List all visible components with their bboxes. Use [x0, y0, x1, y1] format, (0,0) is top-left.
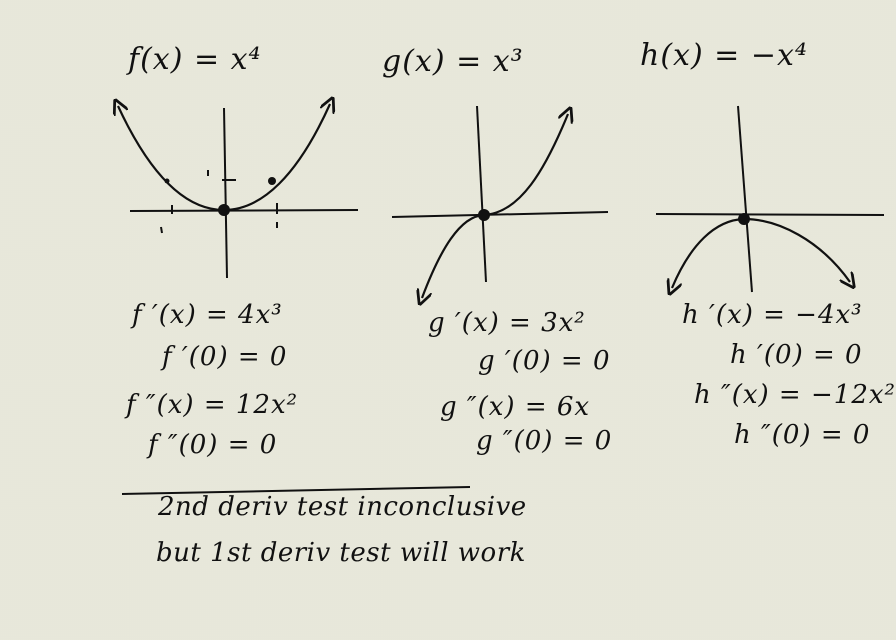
h-line-1: h ′(x) = −4x³ — [682, 300, 863, 330]
g-title: g(x) = x³ — [382, 44, 524, 79]
g-line-1: g ′(x) = 3x² — [428, 308, 586, 338]
g-x-axis — [391, 211, 609, 218]
h-line-3: h ″(x) = −12x² — [694, 380, 896, 410]
f-line-1: f ′(x) = 4x³ — [132, 300, 283, 330]
f-line-2: f ′(0) = 0 — [162, 342, 288, 372]
h-title: h(x) = −x⁴ — [640, 38, 808, 73]
h-y-axis — [737, 105, 753, 293]
g-line-3: g ″(x) = 6x — [440, 392, 591, 422]
h-graph — [655, 105, 885, 293]
g-curve — [422, 114, 568, 298]
note-line-2: but 1st deriv test will work — [156, 538, 526, 568]
g-line-4: g ″(0) = 0 — [476, 426, 613, 456]
g-graph — [391, 105, 609, 298]
f-graph — [118, 104, 359, 279]
h-curve — [672, 217, 850, 288]
g-y-axis — [476, 105, 487, 283]
h-x-axis — [655, 213, 885, 216]
f-point-left — [164, 178, 170, 184]
f-x-axis — [129, 209, 359, 212]
f-origin-point — [218, 204, 230, 216]
g-origin-point — [478, 209, 490, 221]
note-line-1: 2nd deriv test inconclusive — [158, 492, 527, 522]
separator-line — [121, 486, 471, 495]
f-y-axis — [223, 107, 228, 279]
f-line-3: f ″(x) = 12x² — [126, 390, 299, 420]
h-line-4: h ″(0) = 0 — [734, 420, 871, 450]
f-tick-d — [160, 226, 163, 234]
h-origin-point — [738, 213, 750, 225]
f-point-right — [268, 177, 276, 185]
f-line-4: f ″(0) = 0 — [148, 430, 278, 460]
h-line-2: h ′(0) = 0 — [730, 340, 863, 370]
g-line-2: g ′(0) = 0 — [478, 346, 611, 376]
f-title: f(x) = x⁴ — [128, 42, 262, 77]
